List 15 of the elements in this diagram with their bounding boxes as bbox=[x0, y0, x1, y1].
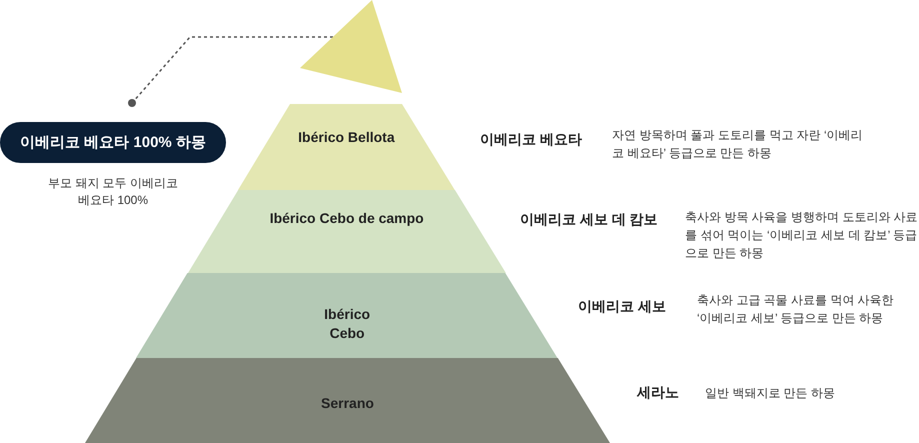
tier-label: Ibérico Cebo de campo bbox=[268, 209, 425, 228]
grade-description: 축사와 고급 곡물 사료를 먹여 사육한 ‘이베리코 세보’ 등급으로 만든 하몽 bbox=[697, 292, 895, 327]
tier-label: Serrano bbox=[320, 394, 375, 413]
grade-description: 축사와 방목 사육을 병행하며 도토리와 사료를 섞어 먹이는 ‘이베리코 세보 데 캄보’ 등급으로 만든 하몽 bbox=[685, 209, 919, 262]
tier-label: Ibérico Cebo bbox=[323, 305, 372, 343]
grade-name: 이베리코 세보 bbox=[578, 298, 666, 316]
leader-line bbox=[128, 36, 333, 107]
tier-label: Ibérico Bellota bbox=[297, 128, 396, 147]
grade-description: 자연 방목하며 풀과 도토리를 먹고 자란 ‘이베리코 베요타’ 등급으로 만든 하몽 bbox=[612, 127, 864, 162]
grade-name: 이베리코 베요타 bbox=[480, 131, 582, 149]
note-text: 부모 돼지 모두 이베리코 베요타 100% bbox=[48, 175, 178, 209]
grade-description: 일반 백돼지로 만든 하몽 bbox=[705, 385, 836, 402]
grade-name: 이베리코 세보 데 캄보 bbox=[520, 211, 658, 229]
pill-label: 이베리코 베요타 100% 하몽 bbox=[0, 122, 226, 163]
grade-name: 세라노 bbox=[637, 384, 679, 402]
